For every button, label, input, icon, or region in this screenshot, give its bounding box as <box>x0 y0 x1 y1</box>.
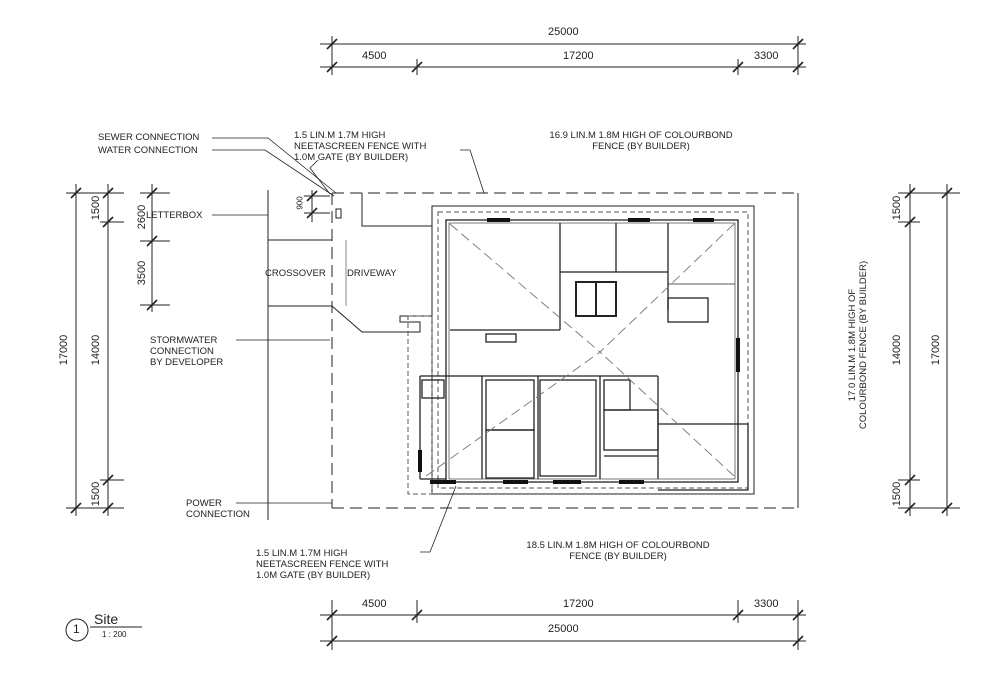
drawing-title: Site <box>94 611 119 627</box>
fence-note-right-line-2: COLOURBOND FENCE (BY BUILDER) <box>858 260 869 430</box>
dim-bottom-right: 3300 <box>754 598 779 610</box>
dim-right-bottom: 1500 <box>891 481 903 507</box>
stormwater-line-3: BY DEVELOPER <box>150 357 224 368</box>
roof-hip-lines <box>425 223 735 477</box>
bottom-dimension-lines <box>320 600 806 650</box>
fence-note-bottom-right: 18.5 LIN.M 1.8M HIGH OF COLOURBOND FENCE… <box>512 540 724 562</box>
power-line-1: POWER <box>186 498 222 509</box>
sewer-connection-label: SEWER CONNECTION <box>98 132 200 143</box>
dim-left-mid: 14000 <box>90 334 102 366</box>
dim-top-right: 3300 <box>754 50 779 62</box>
dim-right-mid: 14000 <box>891 334 903 366</box>
water-connection-label: WATER CONNECTION <box>98 145 198 156</box>
site-boundary <box>331 192 799 509</box>
fence-note-bottom-right-line-1: 18.5 LIN.M 1.8M HIGH OF COLOURBOND <box>526 540 710 551</box>
top-dimension-lines <box>320 36 806 75</box>
fence-note-top-left: 1.5 LIN.M 1.7M HIGH NEETASCREEN FENCE WI… <box>294 130 426 163</box>
fence-note-top-right-line-2: FENCE (BY BUILDER) <box>592 141 690 152</box>
dim-left-3500: 3500 <box>136 260 148 286</box>
dim-bottom-left: 4500 <box>362 598 387 610</box>
left-dimension-lines <box>66 184 330 516</box>
stormwater-line-2: CONNECTION <box>150 346 214 357</box>
crossover-label: CROSSOVER <box>265 268 326 279</box>
letterbox-label: LETTERBOX <box>146 210 203 221</box>
fence-note-right: 17.0 LIN.M 1.8M HIGH OF COLOURBOND FENCE… <box>847 261 869 429</box>
dim-top-overall: 25000 <box>548 26 579 38</box>
dim-bottom-mid: 17200 <box>563 598 594 610</box>
driveway-label: DRIVEWAY <box>347 268 397 279</box>
fence-note-bottom-left-line-1: 1.5 LIN.M 1.7M HIGH <box>256 548 348 559</box>
stormwater-line-1: STORMWATER <box>150 335 218 346</box>
fence-note-right-line-1: 17.0 LIN.M 1.8M HIGH OF <box>847 288 858 402</box>
windows <box>418 218 740 484</box>
fence-note-top-right: 16.9 LIN.M 1.8M HIGH OF COLOURBOND FENCE… <box>536 130 746 152</box>
dim-bottom-overall: 25000 <box>548 623 579 635</box>
dim-right-overall: 17000 <box>930 334 942 366</box>
dim-top-mid: 17200 <box>563 50 594 62</box>
fence-note-bottom-right-line-2: FENCE (BY BUILDER) <box>569 551 667 562</box>
power-line-2: CONNECTION <box>186 509 250 520</box>
dim-right-top: 1500 <box>891 195 903 221</box>
fence-note-top-right-line-1: 16.9 LIN.M 1.8M HIGH OF COLOURBOND <box>549 130 733 141</box>
power-connection-label: POWER CONNECTION <box>186 498 250 520</box>
dim-left-bottom: 1500 <box>90 481 102 507</box>
fence-note-bottom-left-line-2: NEETASCREEN FENCE WITH <box>256 559 389 570</box>
stormwater-label: STORMWATER CONNECTION BY DEVELOPER <box>150 335 223 368</box>
fence-note-bottom-left-line-3: 1.0M GATE (BY BUILDER) <box>256 570 371 581</box>
dim-top-left: 4500 <box>362 50 387 62</box>
dim-left-overall: 17000 <box>58 334 70 366</box>
fence-note-top-left-line-3: 1.0M GATE (BY BUILDER) <box>294 152 409 163</box>
title-bubble <box>65 618 142 642</box>
fence-note-top-left-line-2: NEETASCREEN FENCE WITH <box>294 141 427 152</box>
drawing-number: 1 <box>73 622 80 636</box>
right-dimension-lines <box>898 184 960 516</box>
fence-lines <box>407 205 755 495</box>
house-outline <box>419 219 749 491</box>
fence-note-bottom-left: 1.5 LIN.M 1.7M HIGH NEETASCREEN FENCE WI… <box>256 548 388 581</box>
crossover-driveway <box>267 190 432 520</box>
leader-lines <box>212 137 485 553</box>
dim-left-top: 1500 <box>90 195 102 221</box>
drawing-scale: 1 : 200 <box>102 630 127 639</box>
fence-note-top-left-line-1: 1.5 LIN.M 1.7M HIGH <box>294 130 386 141</box>
dim-left-900: 900 <box>295 196 305 210</box>
